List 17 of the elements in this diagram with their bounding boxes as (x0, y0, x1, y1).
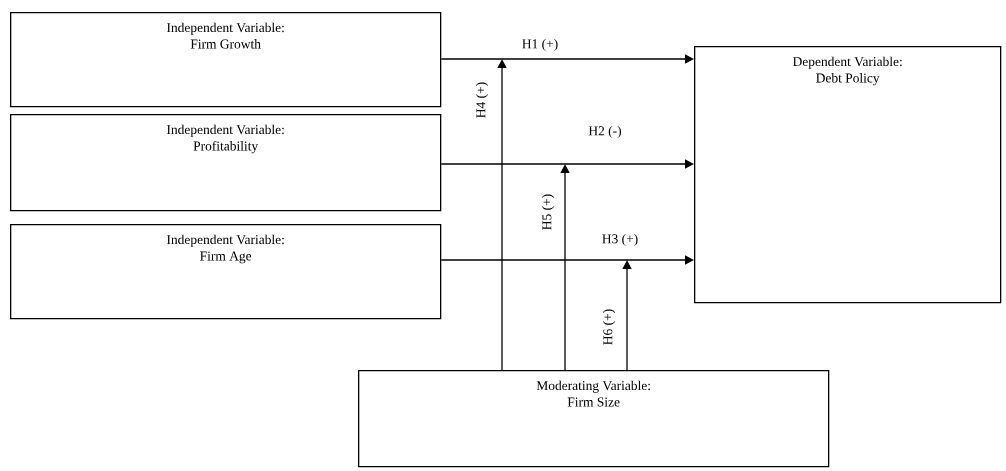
arrow (497, 59, 507, 371)
edge-label: H6 (+) (601, 307, 617, 347)
edge-label: H2 (-) (587, 124, 623, 140)
variable-box: Independent Variable: Firm Age (10, 224, 442, 320)
variable-box: Independent Variable: Profitability (10, 114, 442, 212)
variable-box: Moderating Variable: Firm Size (358, 370, 830, 468)
edge-label: H5 (+) (540, 192, 556, 232)
edge-label: H4 (+) (474, 80, 490, 120)
arrow (440, 255, 694, 265)
arrow (622, 260, 632, 371)
arrow (560, 164, 570, 371)
arrow (440, 54, 694, 64)
edge-label: H1 (+) (520, 37, 560, 53)
variable-box: Independent Variable: Firm Growth (10, 12, 442, 108)
variable-box: Dependent Variable: Debt Policy (694, 46, 1002, 304)
arrow (440, 159, 694, 169)
edge-label: H3 (+) (600, 232, 640, 248)
